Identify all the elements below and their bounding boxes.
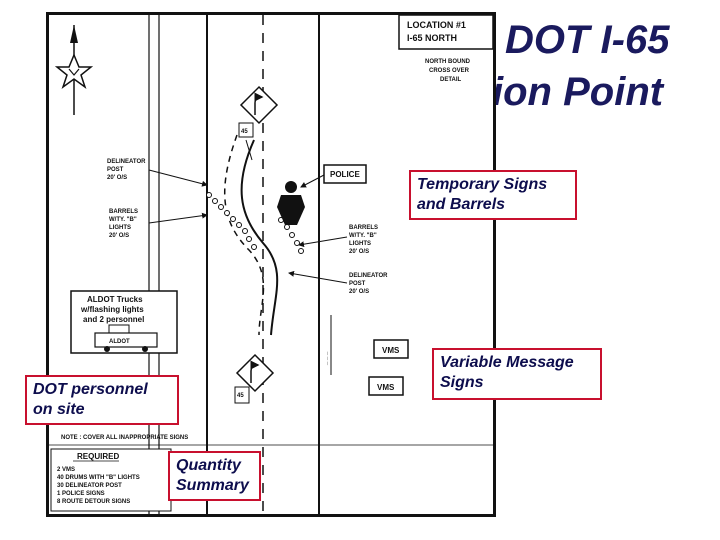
callout-dot-personnel: DOT personnel on site	[25, 375, 179, 425]
roadway	[148, 15, 320, 514]
svg-text:POST: POST	[107, 167, 124, 173]
slide-title-line-2: ion Point	[492, 70, 664, 114]
cover-signs-note: NOTE : COVER ALL INAPPROPRIATE SIGNS	[61, 435, 188, 441]
required-item: 30 DELINEATOR POST	[57, 483, 122, 489]
barrels-group	[206, 192, 304, 254]
detail-line-3: DETAIL	[440, 77, 462, 83]
delineator-right-label: DELINEATOR POST 20' O/S	[288, 270, 388, 295]
required-item: 1 POLICE SIGNS	[57, 491, 105, 497]
barrels-right-label: BARRELS W/TY. "B" LIGHTS 20' O/S	[298, 225, 378, 255]
callout-quantity-summary: Quantity Summary	[168, 451, 261, 501]
aldot-trucks-box: ALDOT Trucks w/flashing lights and 2 per…	[70, 290, 178, 354]
callout-variable-message-signs: Variable Message Signs	[432, 348, 602, 400]
required-item: 2 VMS	[57, 467, 75, 473]
vms-upper-sign: VMS	[373, 339, 409, 359]
svg-text:W/TY. "B": W/TY. "B"	[349, 233, 377, 239]
location-box: LOCATION #1 I-65 NORTH	[398, 15, 493, 50]
svg-text:DELINEATOR: DELINEATOR	[107, 159, 146, 165]
aldot-truck-icon: ALDOT	[94, 324, 158, 352]
lower-speed-sign: 45	[237, 393, 244, 399]
svg-text:POST: POST	[349, 281, 366, 287]
svg-text:VMS: VMS	[377, 383, 395, 392]
upper-speed-sign: 45	[241, 129, 248, 135]
slide-title-line-1: DOT I-65	[505, 18, 670, 62]
svg-text:VMS: VMS	[382, 346, 400, 355]
location-line-1: LOCATION #1	[407, 20, 466, 30]
vertical-road-label: _ _ _	[323, 351, 329, 366]
svg-text:BARRELS: BARRELS	[349, 225, 378, 231]
svg-text:w/flashing lights: w/flashing lights	[80, 305, 144, 314]
svg-text:POLICE: POLICE	[330, 170, 360, 179]
required-quantities-box: REQUIRED 2 VMS 40 DRUMS WITH "B" LIGHTS …	[50, 448, 172, 512]
svg-text:and 2 personnel: and 2 personnel	[83, 315, 144, 324]
svg-text:DELINEATOR: DELINEATOR	[349, 273, 388, 279]
callout-temporary-signs: Temporary Signs and Barrels	[409, 170, 577, 220]
svg-text:LIGHTS: LIGHTS	[349, 241, 371, 247]
detail-line-1: NORTH BOUND	[425, 59, 471, 65]
required-heading: REQUIRED	[77, 452, 119, 461]
svg-text:20' O/S: 20' O/S	[109, 233, 129, 239]
svg-text:20' O/S: 20' O/S	[349, 289, 369, 295]
barrels-left-label: BARRELS W/TY. "B" LIGHTS 20' O/S	[109, 209, 208, 239]
north-arrow-icon	[54, 25, 94, 115]
svg-text:BARRELS: BARRELS	[109, 209, 138, 215]
svg-text:20' O/S: 20' O/S	[349, 249, 369, 255]
svg-text:ALDOT Trucks: ALDOT Trucks	[87, 295, 143, 304]
police-officer-icon	[277, 181, 305, 225]
drawing-svg: LOCATION #1 I-65 NORTH NORTH BOUND CROSS…	[49, 15, 493, 514]
detail-line-2: CROSS OVER	[429, 68, 470, 74]
svg-text:W/TY. "B": W/TY. "B"	[109, 217, 137, 223]
vms-lower-sign: VMS	[368, 376, 404, 396]
police-label: POLICE	[300, 164, 367, 188]
required-item: 8 ROUTE DETOUR SIGNS	[57, 499, 130, 505]
required-item: 40 DRUMS WITH "B" LIGHTS	[57, 475, 140, 481]
upper-curve-warning-sign: 45	[238, 85, 279, 161]
svg-text:ALDOT: ALDOT	[109, 339, 130, 345]
crossover-detail-drawing: LOCATION #1 I-65 NORTH NORTH BOUND CROSS…	[46, 12, 496, 517]
delineator-left-label: DELINEATOR POST 20' O/S	[107, 159, 208, 187]
location-line-2: I-65 NORTH	[407, 33, 457, 43]
svg-text:LIGHTS: LIGHTS	[109, 225, 131, 231]
lower-curve-warning-sign: 45	[234, 353, 275, 404]
svg-text:20' O/S: 20' O/S	[107, 175, 127, 181]
